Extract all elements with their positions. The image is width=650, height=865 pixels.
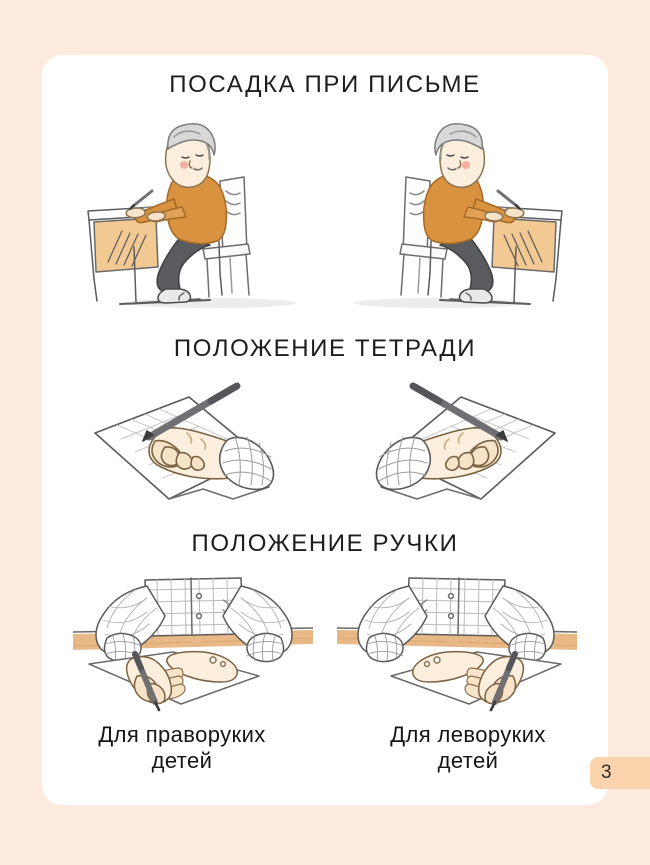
illustration-row-posture bbox=[42, 107, 608, 312]
section-notebook: ПОЛОЖЕНИЕ ТЕТРАДИ bbox=[42, 335, 608, 511]
page-number: 3 bbox=[601, 762, 612, 783]
page-number-tab: 3 bbox=[590, 757, 650, 789]
caption-right-handed: Для праворуких детей bbox=[98, 722, 266, 773]
illustration-row-pen bbox=[42, 572, 608, 712]
section-title-posture: ПОСАДКА ПРИ ПИСЬМЕ bbox=[169, 71, 481, 98]
illustration-pen-grip-left-handed bbox=[337, 572, 577, 712]
illustration-pen-grip-right-handed bbox=[73, 572, 313, 712]
sleeve-cuff bbox=[218, 436, 275, 491]
pen bbox=[132, 651, 161, 712]
caption-row: Для праворуких детей Для леворуких детей bbox=[42, 722, 608, 774]
illustration-child-sitting-right-handed bbox=[70, 107, 322, 312]
pen bbox=[142, 382, 241, 442]
section-title-notebook: ПОЛОЖЕНИЕ ТЕТРАДИ bbox=[173, 335, 477, 362]
illustration-child-sitting-left-handed bbox=[328, 107, 580, 312]
child-figure bbox=[125, 123, 228, 304]
illustration-row-notebook bbox=[42, 381, 608, 511]
illustration-notebook-position-left-handed bbox=[335, 381, 567, 511]
illustration-notebook-position-right-handed bbox=[83, 381, 315, 511]
chair bbox=[202, 176, 251, 298]
section-posture: ПОСАДКА ПРИ ПИСЬМЕ bbox=[42, 71, 608, 312]
page-card: ПОСАДКА ПРИ ПИСЬМЕ bbox=[42, 55, 608, 805]
section-title-pen: ПОЛОЖЕНИЕ РУЧКИ bbox=[191, 530, 459, 557]
caption-left-handed: Для леворуких детей bbox=[390, 722, 546, 773]
section-pen: ПОЛОЖЕНИЕ РУЧКИ bbox=[42, 530, 608, 774]
